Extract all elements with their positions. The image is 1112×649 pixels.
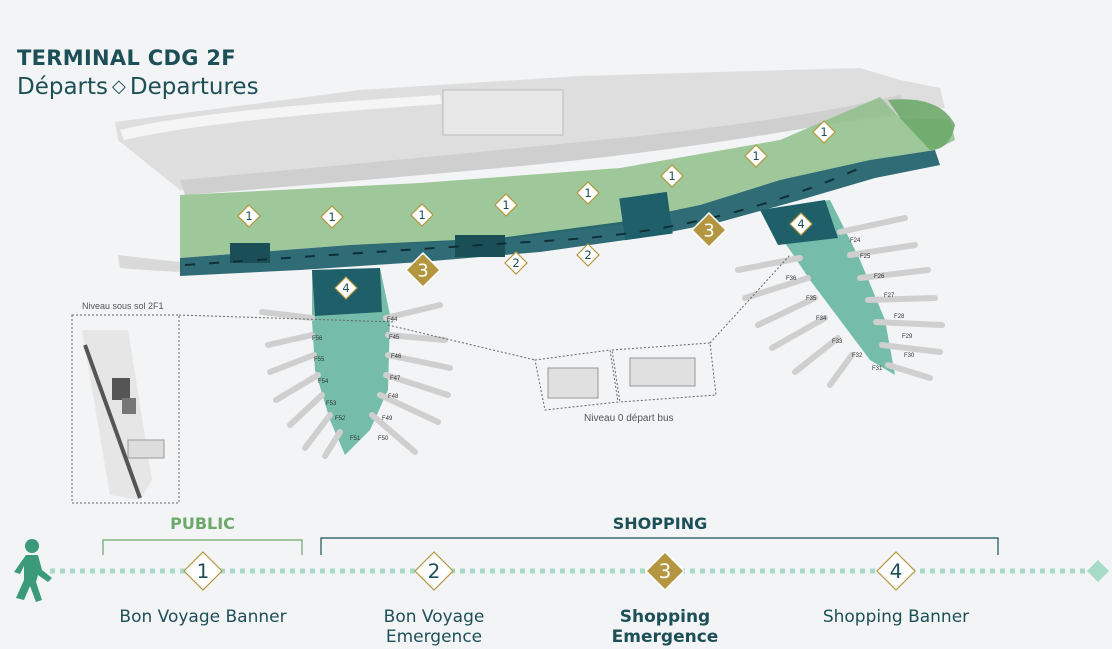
shopping-bracket [320,537,999,555]
svg-text:2: 2 [584,248,591,262]
gate-label: F34 [816,316,827,322]
step-4-label: Shopping Banner [822,607,970,627]
left-pier-jetways [259,302,453,459]
map-marker-1: 1 [576,181,600,205]
corridor-walk-path [184,167,861,266]
map-marker-1: 1 [320,205,344,229]
public-bracket [102,539,303,555]
svg-text:3: 3 [659,559,672,583]
map-marker-2: 2 [504,251,528,275]
step-3-label: Shopping Emergence [611,607,719,647]
svg-text:1: 1 [584,186,591,200]
map-marker-1: 1 [812,120,836,144]
public-zone [180,97,955,258]
gate-label: F44 [387,317,398,323]
gate-label: F55 [314,357,325,363]
subtitle-diamond-separator-icon: ◇ [112,76,126,97]
svg-text:1: 1 [328,210,335,224]
svg-text:4: 4 [797,217,804,231]
gate-label: F50 [378,436,389,442]
svg-text:3: 3 [417,260,428,281]
gate-label: F56 [312,336,323,342]
public-zone-label: PUBLIC [170,514,235,533]
gate-label: F25 [860,254,871,260]
svg-text:1: 1 [197,559,210,583]
timeline-step-3-marker: 3 [644,550,686,592]
map-marker-4: 4 [789,212,813,236]
gate-label: F27 [884,293,895,299]
path-end-diamond-icon [1087,560,1109,582]
walker-icon [14,539,52,602]
timeline-step-1-marker: 1 [183,551,223,591]
gate-label: F28 [894,314,905,320]
gate-label: F36 [786,276,797,282]
gate-label: F24 [850,238,861,244]
gate-label: F54 [318,379,329,385]
gate-label: F26 [874,274,885,280]
gate-label: F49 [382,416,393,422]
gate-label: F46 [391,354,402,360]
sublevel-inset [71,314,396,504]
gate-label: F29 [902,334,913,340]
map-marker-1: 1 [660,164,684,188]
step-2-label: Bon Voyage Emergence [383,607,485,647]
bus-level-inset [387,254,791,411]
svg-text:1: 1 [418,208,425,222]
gate-label: F31 [872,366,883,372]
svg-text:1: 1 [668,169,675,183]
gate-label: F47 [390,376,401,382]
bus-level-label: Niveau 0 départ bus [584,413,674,424]
shopping-zone-label: SHOPPING [612,514,708,533]
gate-label: F35 [806,296,817,302]
gate-label: F51 [350,436,361,442]
gate-label: F33 [832,339,843,345]
gate-label: F32 [852,353,863,359]
gate-label: F53 [326,401,337,407]
svg-text:1: 1 [245,209,252,223]
map-marker-1: 1 [237,204,261,228]
gate-label: F45 [389,335,400,341]
svg-text:4: 4 [890,559,903,583]
gate-label: F48 [388,394,399,400]
map-marker-1: 1 [410,203,434,227]
map-marker-3: 3 [690,211,728,249]
svg-text:1: 1 [820,125,827,139]
timeline-step-2-marker: 2 [414,551,454,591]
svg-text:1: 1 [502,198,509,212]
svg-text:2: 2 [512,256,519,270]
svg-text:2: 2 [428,559,441,583]
subtitle-french: Départs [17,74,109,100]
subtitle-english: Departures [129,74,259,100]
gate-label: F52 [335,416,346,422]
map-marker-1: 1 [744,144,768,168]
sublevel-label: Niveau sous sol 2F1 [82,301,164,311]
map-markers: 1 1 1 1 1 1 1 1 2 2 3 3 4 4 [237,120,836,300]
page-subtitle: Départs ◇ Departures [17,74,259,100]
gate-label: F30 [904,353,915,359]
step-1-label: Bon Voyage Banner [119,607,287,627]
svg-text:1: 1 [752,149,759,163]
svg-text:4: 4 [342,281,349,295]
svg-text:3: 3 [703,220,714,241]
right-pier-jetways [735,215,945,388]
map-marker-1: 1 [494,193,518,217]
map-marker-4: 4 [334,276,358,300]
road-area [115,68,945,272]
timeline: 1 2 3 4 [50,537,1109,592]
map-marker-2: 2 [576,243,600,267]
timeline-step-4-marker: 4 [876,551,916,591]
map-marker-3: 3 [404,251,442,289]
page-title: TERMINAL CDG 2F [17,46,236,70]
